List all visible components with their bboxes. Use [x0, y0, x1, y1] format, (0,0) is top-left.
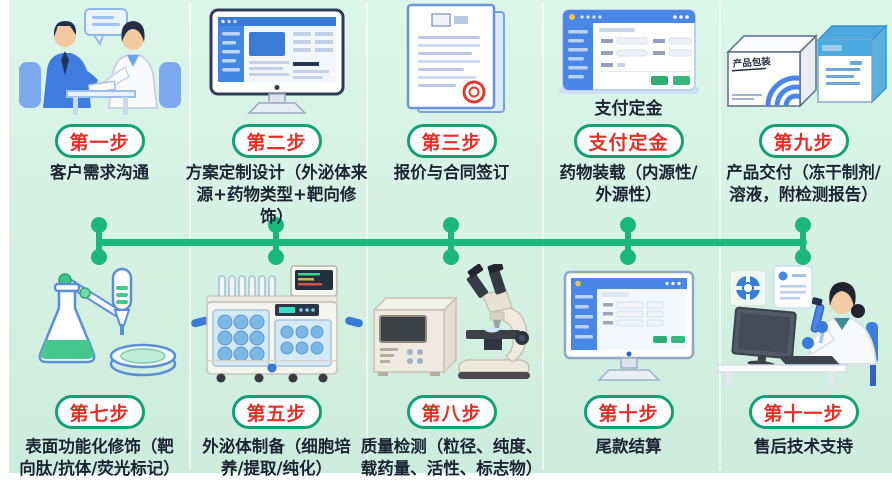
step-badge: 第十步 — [583, 395, 674, 429]
design-monitor-illustration — [189, 6, 365, 119]
left-edge-strip — [0, 0, 9, 482]
bottom-edge-strip — [0, 473, 892, 482]
step-badge: 第一步 — [54, 124, 145, 158]
step-badge: 第十一步 — [748, 395, 859, 429]
step-badge: 第七步 — [54, 395, 145, 429]
column-divider — [189, 3, 191, 470]
step-caption: 质量检测（粒径、纯度、载药量、活性、标志物） — [360, 437, 543, 478]
step-badge: 第九步 — [758, 124, 849, 158]
step-badge: 第八步 — [406, 395, 497, 429]
step-badge: 支付定金 — [573, 124, 684, 158]
product-box-label: 产品包装 — [732, 55, 771, 70]
support-scientist-illustration — [716, 264, 892, 390]
timeline-connector — [795, 217, 811, 265]
timeline-connector — [443, 217, 459, 265]
timeline-connector — [268, 217, 284, 265]
column-divider — [366, 3, 368, 470]
step-caption: 产品交付（冻干制剂/溶液，附检测报告） — [726, 163, 881, 204]
column-2: 第二步 方案定制设计（外泌体来源+药物类型+靶向修饰） — [186, 0, 367, 482]
bioreactor-illustration — [189, 264, 365, 390]
product-boxes-illustration: 产品包装 — [716, 6, 892, 122]
step-badge: 第三步 — [406, 124, 497, 158]
column-1: 第一步 客户需求沟通 第七步 表面功能 — [11, 0, 188, 482]
contract-illustration — [364, 2, 540, 118]
consultation-illustration — [15, 6, 185, 119]
step-caption: 客户需求沟通 — [50, 163, 149, 182]
timeline-connector — [91, 217, 107, 265]
column-divider — [719, 3, 721, 470]
step-badge: 第二步 — [231, 124, 322, 158]
payment-window-illustration — [541, 8, 717, 96]
step-caption: 表面功能化修饰（靶向肽/抗体/荧光标记） — [19, 437, 180, 478]
step-caption: 售后技术支持 — [754, 437, 853, 456]
column-divider — [542, 3, 544, 470]
step-caption: 外泌体制备（细胞培养/提取/纯化） — [202, 437, 351, 478]
column-4: 支付定金 支付定金 药物装载（内源性/外源性） — [540, 0, 717, 482]
qc-instruments-illustration — [364, 264, 540, 390]
timeline-connector — [620, 217, 636, 265]
column-3: 第三步 报价与合同签订 — [361, 0, 542, 482]
step-badge: 第五步 — [231, 395, 322, 429]
lab-glassware-illustration — [15, 264, 185, 390]
illustration-label: 支付定金 — [594, 99, 663, 119]
column-5: 产品包装 第九步 产品交付（冻干制剂/溶液，附检测报告） — [715, 0, 892, 482]
step-caption: 尾款结算 — [595, 437, 662, 456]
settlement-monitor-illustration — [541, 264, 717, 390]
step-caption: 方案定制设计（外泌体来源+药物类型+靶向修饰） — [185, 163, 368, 226]
step-caption: 药物装载（内源性/外源性） — [559, 163, 698, 204]
step-caption: 报价与合同签订 — [393, 163, 510, 182]
